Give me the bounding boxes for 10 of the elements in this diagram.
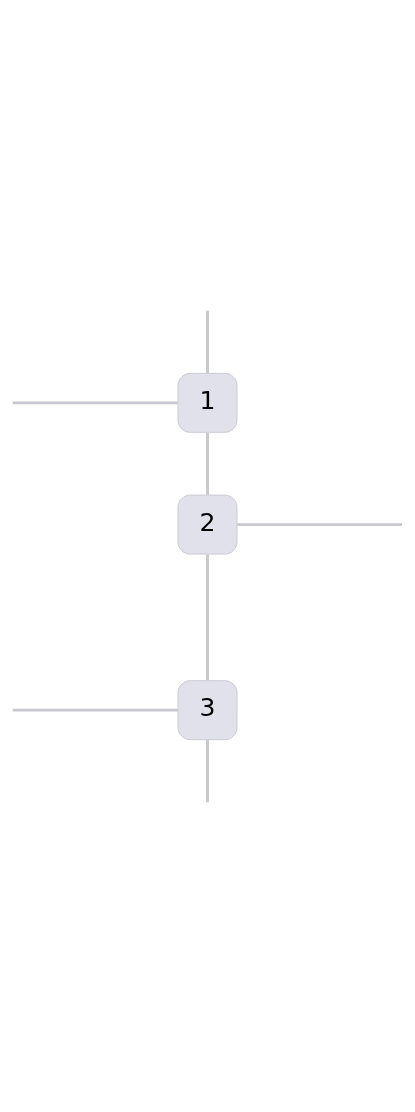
node-box: 1 <box>177 372 238 433</box>
connector <box>12 400 178 404</box>
connector <box>12 708 178 712</box>
node-box: 3 <box>177 679 238 740</box>
connector <box>206 432 209 495</box>
connector <box>206 553 209 680</box>
node-box: 2 <box>177 494 238 555</box>
connector <box>206 310 209 373</box>
connector <box>237 522 403 526</box>
connector <box>206 739 209 802</box>
